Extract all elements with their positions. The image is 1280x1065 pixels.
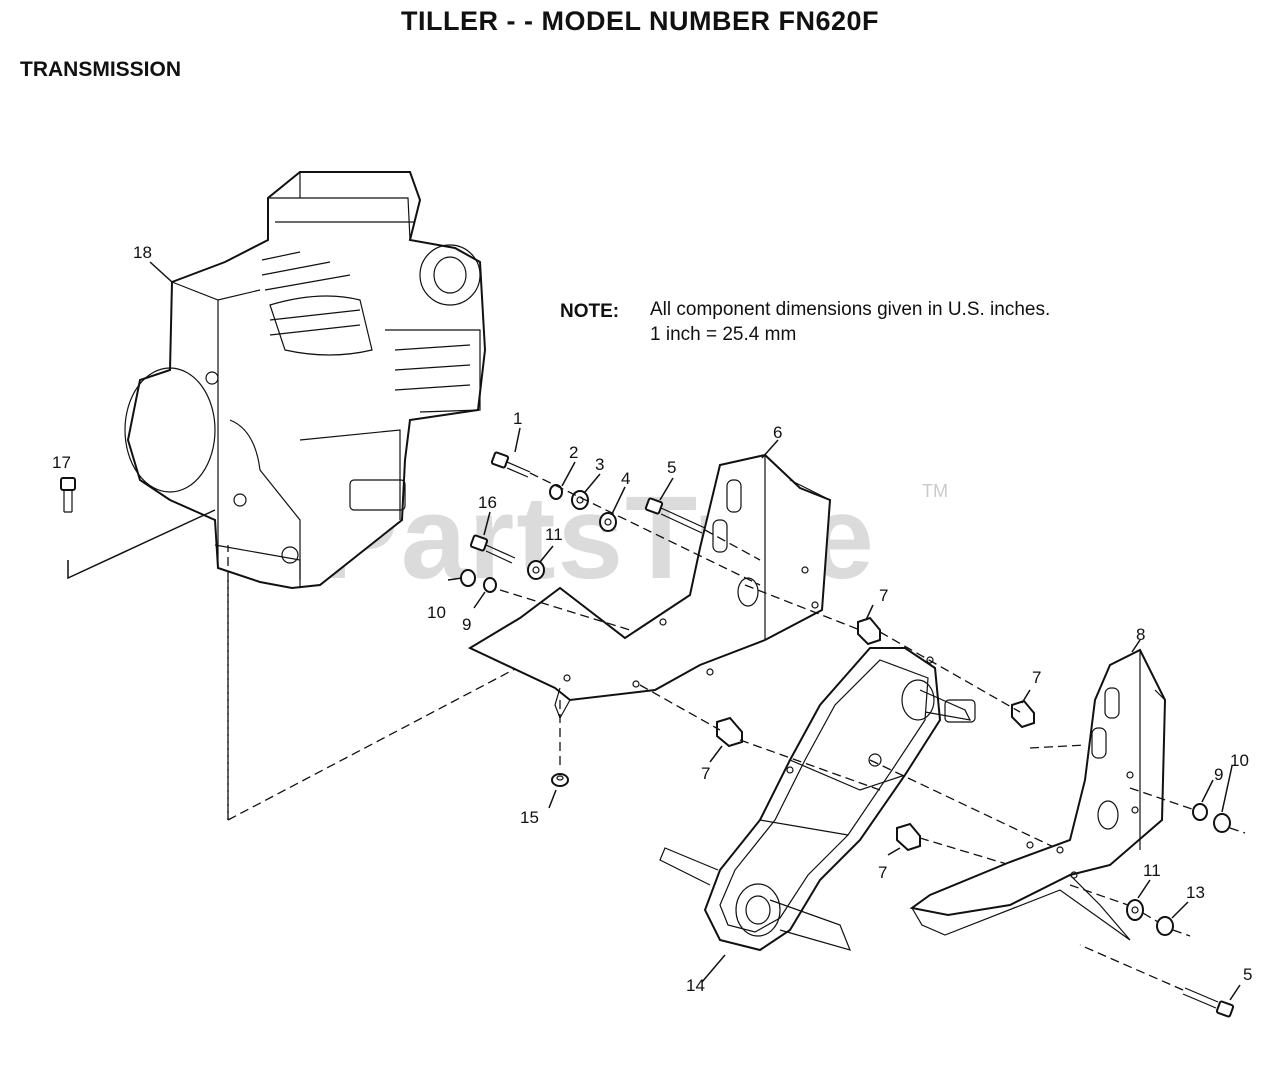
right-bracket-drawing (909, 648, 1167, 941)
callout-7-left: 7 (701, 764, 710, 783)
callout-7-top: 7 (879, 586, 888, 605)
callout-13: 13 (1186, 883, 1205, 902)
callout-5-top: 5 (667, 458, 676, 477)
callout-18: 18 (133, 243, 152, 262)
trademark-mark: TM (922, 481, 948, 501)
spacers-drawing (639, 584, 1061, 881)
right-bracket-hardware (1069, 765, 1246, 1018)
callout-9-left: 9 (462, 615, 471, 634)
callout-9-right: 9 (1214, 765, 1223, 784)
callout-1: 1 (513, 409, 522, 428)
callout-6: 6 (773, 423, 782, 442)
note-label: NOTE: (560, 301, 620, 322)
left-bracket-drawing (467, 453, 832, 720)
callout-10-left: 10 (427, 603, 446, 622)
callout-11-right: 11 (1143, 861, 1161, 880)
callout-5-bottom: 5 (1243, 965, 1252, 984)
callout-7-bottom: 7 (878, 863, 887, 882)
callout-17: 17 (52, 453, 71, 472)
callout-8: 8 (1136, 625, 1145, 644)
callout-2: 2 (569, 443, 578, 462)
callout-11-left: 11 (545, 525, 563, 544)
chain-case-drawing (659, 647, 976, 983)
callout-15: 15 (520, 808, 539, 827)
callout-3: 3 (595, 455, 604, 474)
bolt-17-drawing (60, 477, 76, 513)
callout-7-right: 7 (1032, 668, 1041, 687)
nut-15-drawing (548, 700, 569, 809)
callout-14: 14 (686, 976, 705, 995)
callout-4: 4 (621, 469, 630, 488)
section-heading: TRANSMISSION (20, 58, 182, 81)
engine-drawing (124, 171, 487, 590)
note-line-2: 1 inch = 25.4 mm (650, 324, 797, 345)
page-title: TILLER - - MODEL NUMBER FN620F (400, 6, 879, 36)
note-line-1: All component dimensions given in U.S. i… (650, 299, 1051, 320)
left-bracket-hardware (447, 427, 761, 631)
callout-16: 16 (478, 493, 497, 512)
callout-10-right: 10 (1230, 751, 1249, 770)
